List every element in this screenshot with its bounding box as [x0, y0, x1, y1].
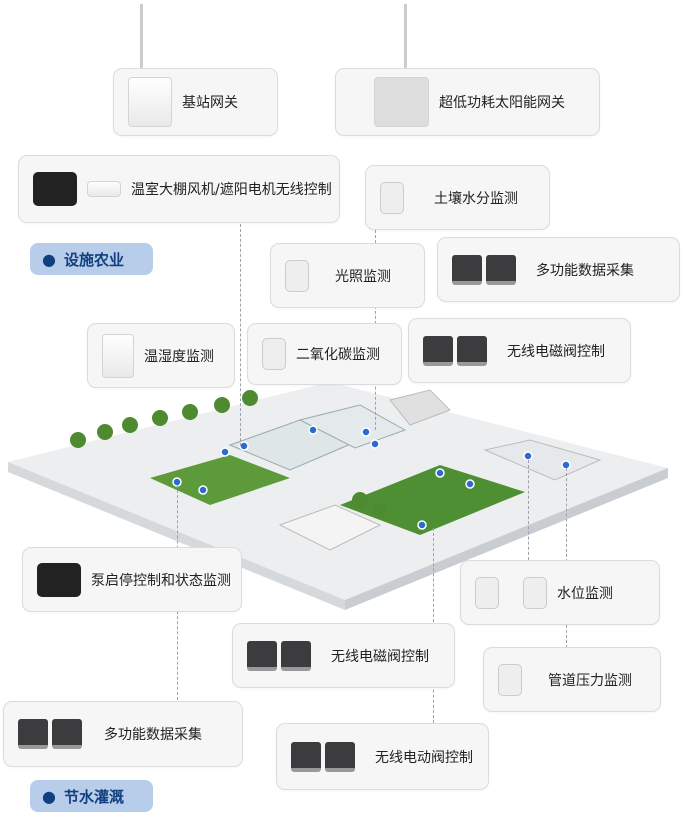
card-solar-gateway[interactable]: 超低功耗太阳能网关	[335, 68, 600, 136]
card-label: 二氧化碳监测	[296, 347, 380, 363]
card-label: 温室大棚风机/遮阳电机无线控制	[131, 182, 332, 198]
location-pin-icon: ●	[42, 786, 56, 806]
card-label: 光照监测	[335, 268, 391, 285]
card-co2[interactable]: 二氧化碳监测	[247, 323, 402, 385]
pressure-sensor-icon	[498, 663, 522, 696]
section-label: 节水灌溉	[63, 787, 124, 806]
soil-sensor-icon	[380, 181, 404, 214]
card-solenoid-bottom[interactable]: 无线电磁阀控制	[232, 623, 455, 688]
valve-controller-icon	[423, 335, 453, 366]
card-label: 泵启停控制和状态监测	[91, 572, 231, 589]
data-collector-icon	[18, 719, 48, 749]
card-label: 多功能数据采集	[536, 262, 634, 279]
card-temp-humidity[interactable]: 温湿度监测	[87, 323, 235, 388]
factory	[389, 389, 451, 426]
card-label: 管道压力监测	[548, 672, 632, 689]
card-label: 无线电磁阀控制	[331, 648, 429, 665]
card-greenhouse-fan-control[interactable]: 温室大棚风机/遮阳电机无线控制	[18, 155, 340, 223]
data-collector-icon	[452, 254, 482, 285]
card-label: 无线电动阀控制	[375, 749, 473, 766]
solar-panel-icon	[374, 77, 429, 127]
building	[278, 504, 382, 551]
card-pipe-pressure[interactable]: 管道压力监测	[483, 647, 661, 712]
data-collector-icon	[486, 254, 516, 285]
controller-device-icon	[33, 172, 77, 206]
valve-controller-icon	[247, 640, 277, 671]
card-electric-valve[interactable]: 无线电动阀控制	[276, 723, 489, 790]
card-label: 多功能数据采集	[104, 727, 202, 743]
card-label: 土壤水分监测	[434, 190, 518, 207]
card-multi-data-top[interactable]: 多功能数据采集	[437, 237, 680, 302]
thermo-sensor-icon	[102, 333, 134, 378]
card-label: 超低功耗太阳能网关	[439, 95, 565, 111]
data-collector-icon	[52, 719, 82, 749]
valve-controller-icon	[281, 640, 311, 671]
greenhouse-2	[298, 404, 407, 449]
section-tag-irrigation: ● 节水灌溉	[30, 780, 153, 812]
connector-line	[566, 468, 567, 648]
valve-controller-icon	[325, 741, 355, 772]
water-level-sensor-icon	[475, 576, 499, 609]
card-multi-data-bottom[interactable]: 多功能数据采集	[3, 701, 243, 767]
card-label: 温湿度监测	[144, 348, 214, 365]
controller-device-icon	[87, 181, 121, 197]
card-light[interactable]: 光照监测	[270, 243, 425, 308]
antenna-icon	[140, 4, 143, 74]
card-label: 基站网关	[182, 95, 238, 111]
water-level-sensor-icon	[523, 576, 547, 609]
card-pump[interactable]: 泵启停控制和状态监测	[22, 547, 242, 612]
trees	[70, 390, 387, 517]
card-solenoid-top[interactable]: 无线电磁阀控制	[408, 318, 631, 383]
card-base-station-gateway[interactable]: 基站网关	[113, 68, 278, 136]
field-center	[340, 465, 525, 535]
card-label: 无线电磁阀控制	[507, 343, 605, 360]
platform-edge-left	[8, 462, 345, 610]
valve-controller-icon	[457, 335, 487, 366]
location-pin-icon: ●	[42, 249, 56, 269]
card-label: 水位监测	[557, 585, 613, 602]
gateway-device-icon	[128, 77, 172, 127]
light-sensor-icon	[285, 259, 309, 292]
antenna-icon	[404, 4, 407, 94]
platform-base	[8, 382, 668, 600]
connector-line	[240, 224, 241, 446]
connector-line	[528, 460, 529, 560]
card-soil-moisture[interactable]: 土壤水分监测	[365, 165, 550, 230]
field-left	[150, 455, 290, 505]
card-water-level[interactable]: 水位监测	[460, 560, 660, 625]
water-tanks	[483, 439, 602, 481]
valve-controller-icon	[291, 741, 321, 772]
section-label: 设施农业	[63, 250, 124, 269]
section-tag-facility: ● 设施农业	[30, 243, 153, 275]
sensor-dots	[172, 425, 571, 530]
platform-edge-right	[345, 468, 668, 610]
pump-controller-icon	[37, 562, 81, 597]
co2-sensor-icon	[262, 338, 286, 370]
